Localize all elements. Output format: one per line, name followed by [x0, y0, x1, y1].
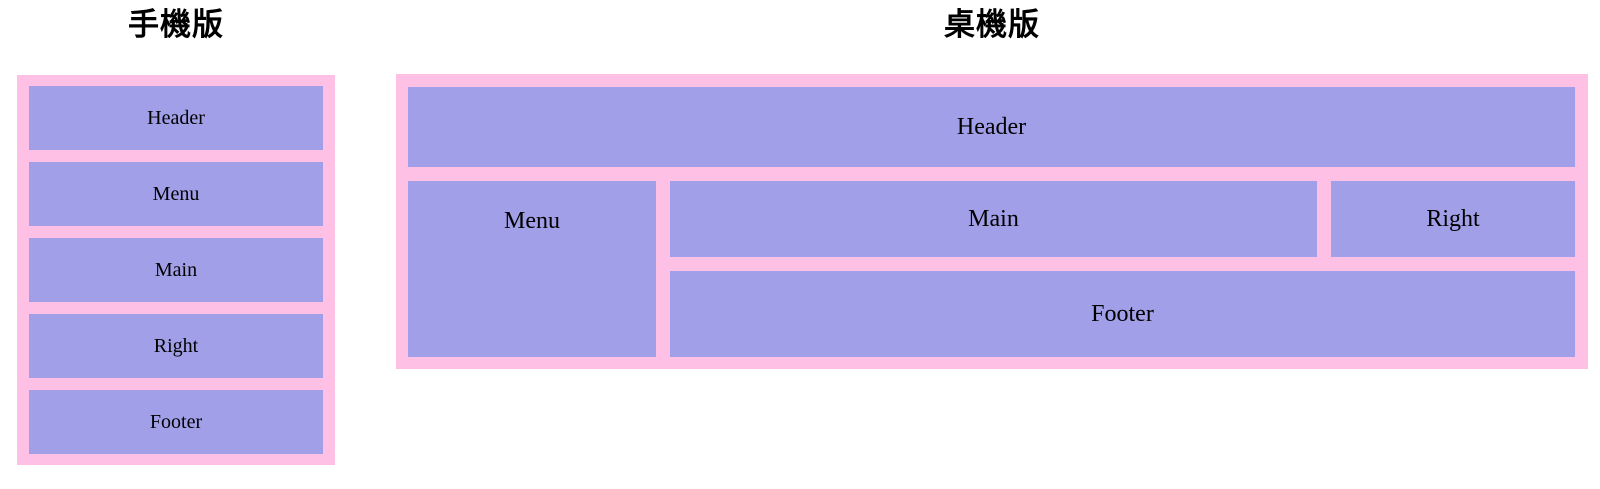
desktop-menu-block: Menu [408, 181, 656, 357]
desktop-main-block: Main [670, 181, 1317, 257]
desktop-header-block: Header [408, 87, 1575, 167]
mobile-main-block: Main [29, 238, 323, 302]
desktop-layout-frame: Header Menu Main Right Footer [396, 74, 1588, 369]
mobile-menu-block: Menu [29, 162, 323, 226]
mobile-panel-title: 手機版 [128, 7, 224, 42]
desktop-panel-title: 桌機版 [944, 7, 1040, 42]
desktop-right-block: Right [1331, 181, 1575, 257]
mobile-header-block: Header [29, 86, 323, 150]
desktop-footer-block: Footer [670, 271, 1575, 357]
mobile-right-block: Right [29, 314, 323, 378]
mobile-layout-frame: Header Menu Main Right Footer [17, 75, 335, 465]
mobile-footer-block: Footer [29, 390, 323, 454]
